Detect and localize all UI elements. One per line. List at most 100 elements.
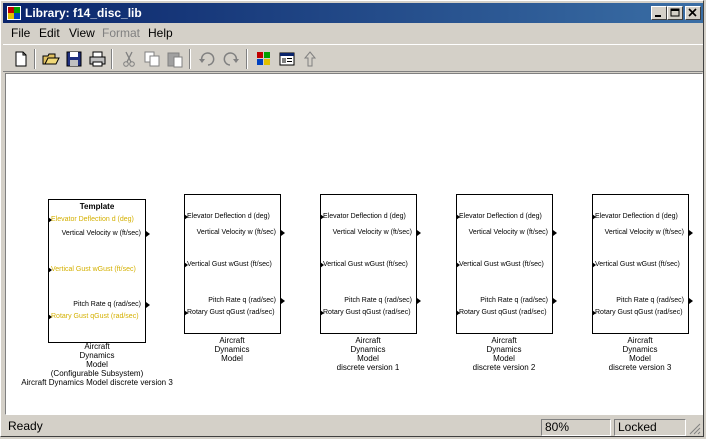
copy-button[interactable] — [142, 49, 162, 69]
status-bar: Ready 80% Locked — [3, 417, 703, 437]
new-icon — [15, 51, 27, 67]
caption-line: Model — [629, 354, 651, 363]
output-port-arrow — [553, 298, 557, 304]
block-discrete-version-1[interactable]: Elevator Deflection d (deg) Vertical Vel… — [320, 194, 421, 334]
block-discrete-version-2[interactable]: Elevator Deflection d (deg) Vertical Vel… — [456, 194, 557, 334]
caption-line: Aircraft — [355, 336, 381, 345]
menu-bar: File Edit View Format Help — [3, 24, 703, 42]
menu-view[interactable]: View — [69, 26, 95, 40]
model-canvas[interactable]: Template Elevator Deflection d (deg) Ver… — [5, 73, 703, 415]
caption-line: Model — [221, 354, 243, 363]
caption-line: Dynamics — [79, 351, 115, 360]
output-port-label: Pitch Rate q (rad/sec) — [480, 297, 548, 304]
block-caption: Aircraft Dynamics Model (Configurable Su… — [17, 342, 177, 387]
input-port-arrow — [320, 262, 324, 268]
paste-button[interactable] — [165, 49, 185, 69]
input-port-arrow — [320, 214, 324, 220]
print-button[interactable] — [87, 49, 107, 69]
block-caption: Aircraft Dynamics Model discrete version… — [454, 336, 554, 372]
caption-line: Model — [493, 354, 515, 363]
caption-line: (Configurable Subsystem) — [50, 369, 144, 378]
copy-icon — [144, 51, 160, 67]
caption-line: discrete version 1 — [336, 363, 400, 372]
input-port-label: Vertical Gust wGust (ft/sec) — [187, 261, 272, 268]
block-discrete-version-3[interactable]: Elevator Deflection d (deg) Vertical Vel… — [592, 194, 693, 334]
output-port-label: Pitch Rate q (rad/sec) — [344, 297, 412, 304]
caption-line: Model — [357, 354, 379, 363]
output-port-label: Vertical Velocity w (ft/sec) — [332, 229, 412, 236]
input-port-arrow — [456, 214, 460, 220]
new-button[interactable] — [11, 49, 31, 69]
window-title: Library: f14_disc_lib — [25, 6, 142, 20]
toolbar-separator — [34, 49, 36, 69]
simulink-icon — [7, 6, 21, 20]
input-port-label: Rotary Gust qGust (rad/sec) — [51, 313, 139, 320]
block-aircraft-dynamics-model[interactable]: Elevator Deflection d (deg) Vertical Vel… — [184, 194, 285, 334]
output-port-label: Vertical Velocity w (ft/sec) — [196, 229, 276, 236]
model-explorer-button[interactable] — [277, 49, 297, 69]
input-port-label: Rotary Gust qGust (rad/sec) — [323, 309, 411, 316]
minimize-button[interactable] — [651, 6, 667, 20]
input-port-label: Rotary Gust qGust (rad/sec) — [459, 309, 547, 316]
maximize-icon — [670, 8, 680, 17]
redo-button[interactable] — [221, 49, 241, 69]
input-port-arrow — [592, 262, 596, 268]
maximize-button[interactable] — [667, 6, 683, 20]
input-port-label: Elevator Deflection d (deg) — [595, 213, 678, 220]
caption-line: discrete version 2 — [472, 363, 536, 372]
input-port-label: Vertical Gust wGust (ft/sec) — [595, 261, 680, 268]
block-title: Template — [79, 202, 115, 211]
toolbar — [3, 44, 703, 72]
redo-icon — [223, 52, 239, 66]
menu-file[interactable]: File — [11, 26, 31, 40]
save-icon — [66, 51, 82, 67]
caption-line: Aircraft Dynamics Model discrete version… — [21, 378, 173, 387]
caption-line: Dynamics — [350, 345, 386, 354]
menu-format[interactable]: Format — [102, 26, 141, 40]
close-icon — [688, 8, 697, 17]
output-port-label: Vertical Velocity w (ft/sec) — [61, 230, 141, 237]
resize-grip-icon[interactable] — [689, 423, 701, 435]
cut-button[interactable] — [119, 49, 139, 69]
input-port-label: Elevator Deflection d (deg) — [51, 216, 134, 223]
block-caption: Aircraft Dynamics Model discrete version… — [318, 336, 418, 372]
open-icon — [42, 53, 60, 65]
output-port-arrow — [146, 231, 150, 237]
input-port-arrow — [184, 310, 188, 316]
output-port-arrow — [689, 230, 693, 236]
input-port-label: Vertical Gust wGust (ft/sec) — [459, 261, 544, 268]
menu-edit[interactable]: Edit — [39, 26, 60, 40]
go-to-parent-icon — [303, 51, 317, 67]
close-button[interactable] — [685, 6, 701, 20]
input-port-arrow — [456, 310, 460, 316]
undo-button[interactable] — [197, 49, 217, 69]
caption-line: Aircraft — [84, 342, 110, 351]
library-browser-button[interactable] — [254, 49, 274, 69]
go-to-parent-button[interactable] — [300, 49, 320, 69]
block-caption: Aircraft Dynamics Model discrete version… — [590, 336, 690, 372]
output-port-arrow — [417, 298, 421, 304]
title-bar[interactable]: Library: f14_disc_lib — [3, 3, 703, 23]
caption-line: Aircraft — [627, 336, 653, 345]
input-port-arrow — [184, 214, 188, 220]
menu-help[interactable]: Help — [148, 26, 173, 40]
input-port-arrow — [48, 267, 52, 273]
caption-line: Dynamics — [622, 345, 658, 354]
input-port-arrow — [184, 262, 188, 268]
paste-icon — [167, 52, 183, 68]
open-button[interactable] — [41, 49, 61, 69]
caption-line: Aircraft — [219, 336, 245, 345]
output-port-label: Vertical Velocity w (ft/sec) — [604, 229, 684, 236]
caption-line: Dynamics — [486, 345, 522, 354]
output-port-arrow — [281, 298, 285, 304]
input-port-label: Vertical Gust wGust (ft/sec) — [51, 266, 136, 273]
input-port-label: Elevator Deflection d (deg) — [323, 213, 406, 220]
save-button[interactable] — [64, 49, 84, 69]
block-template[interactable]: Template Elevator Deflection d (deg) Ver… — [48, 199, 150, 343]
output-port-arrow — [689, 298, 693, 304]
minimize-icon — [655, 15, 661, 17]
output-port-arrow — [146, 302, 150, 308]
input-port-label: Elevator Deflection d (deg) — [459, 213, 542, 220]
input-port-label: Vertical Gust wGust (ft/sec) — [323, 261, 408, 268]
